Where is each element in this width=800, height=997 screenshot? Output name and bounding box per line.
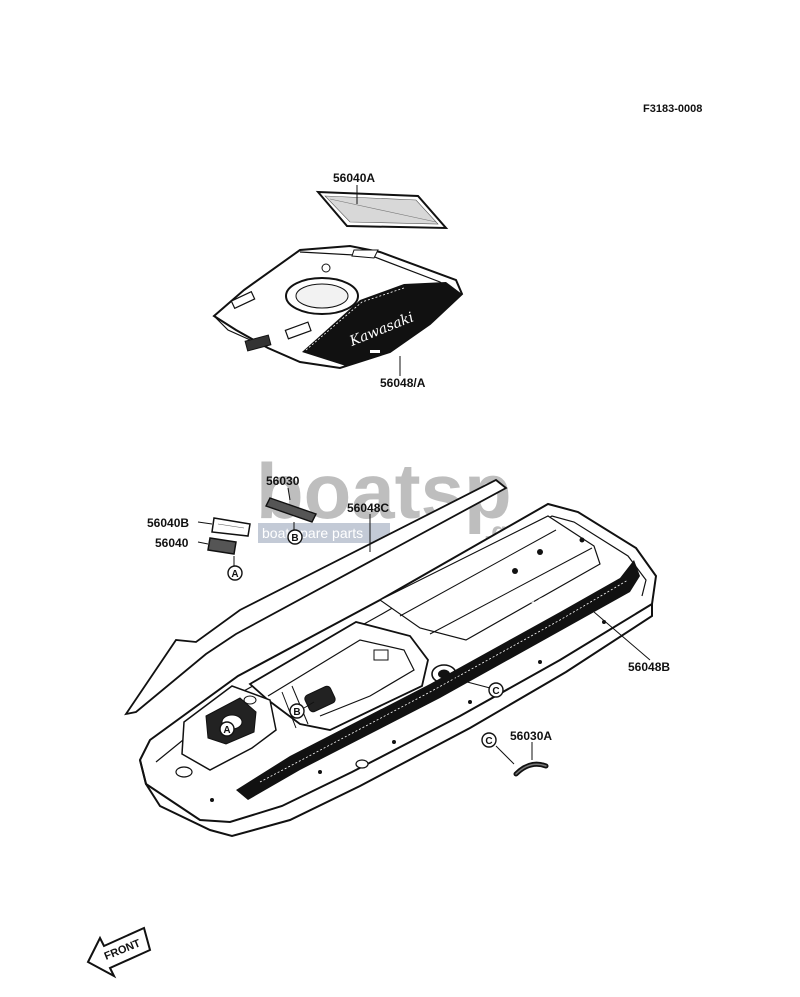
ref-marker-b-hull: B [289, 703, 305, 719]
ref-marker-a-hull: A [219, 721, 235, 737]
label-56048B: 56048B [628, 660, 670, 674]
decal-56030 [265, 497, 317, 523]
ref-marker-c-hull: C [488, 682, 504, 698]
leader-ref-c-hull [451, 677, 491, 689]
label-56048C: 56048C [347, 501, 389, 515]
leader-ref-c-56030A [495, 745, 515, 765]
decal-56040B [211, 517, 251, 537]
ref-c-56030A-text: C [485, 736, 492, 747]
ref-a-hull-text: A [223, 725, 230, 736]
label-56048-A: 56048/A [380, 376, 426, 390]
label-56030A: 56030A [510, 729, 552, 743]
ref-marker-a-left: A [227, 565, 243, 581]
leader-56030 [287, 487, 291, 501]
figure-code: F3183-0008 [643, 103, 702, 115]
ref-marker-c-56030A: C [481, 732, 497, 748]
leader-56048B [593, 611, 651, 661]
leader-ref-b-hull [303, 701, 315, 709]
label-56040A: 56040A [333, 171, 375, 185]
watermark: boatsp boat spare parts .gr [256, 447, 517, 546]
ref-a-left-text: A [231, 569, 238, 580]
leader-56040 [197, 541, 209, 545]
ref-b-top-text: B [291, 533, 298, 544]
label-56040: 56040 [155, 536, 189, 550]
decal-56048C [124, 478, 508, 716]
label-56030: 56030 [266, 474, 300, 488]
decal-56040 [207, 537, 237, 555]
decal-56040A [315, 190, 449, 230]
ref-b-hull-text: B [293, 707, 300, 718]
leader-56040B [197, 521, 213, 525]
hull [138, 502, 658, 838]
watermark-main: boatsp [256, 447, 512, 535]
ref-marker-b-top: B [287, 529, 303, 545]
decal-56030A [513, 761, 549, 777]
label-56040B: 56040B [147, 516, 189, 530]
ref-c-hull-text: C [492, 686, 499, 697]
front-arrow: FRONT [86, 926, 152, 979]
watermark-sub: boat spare parts [262, 525, 363, 541]
